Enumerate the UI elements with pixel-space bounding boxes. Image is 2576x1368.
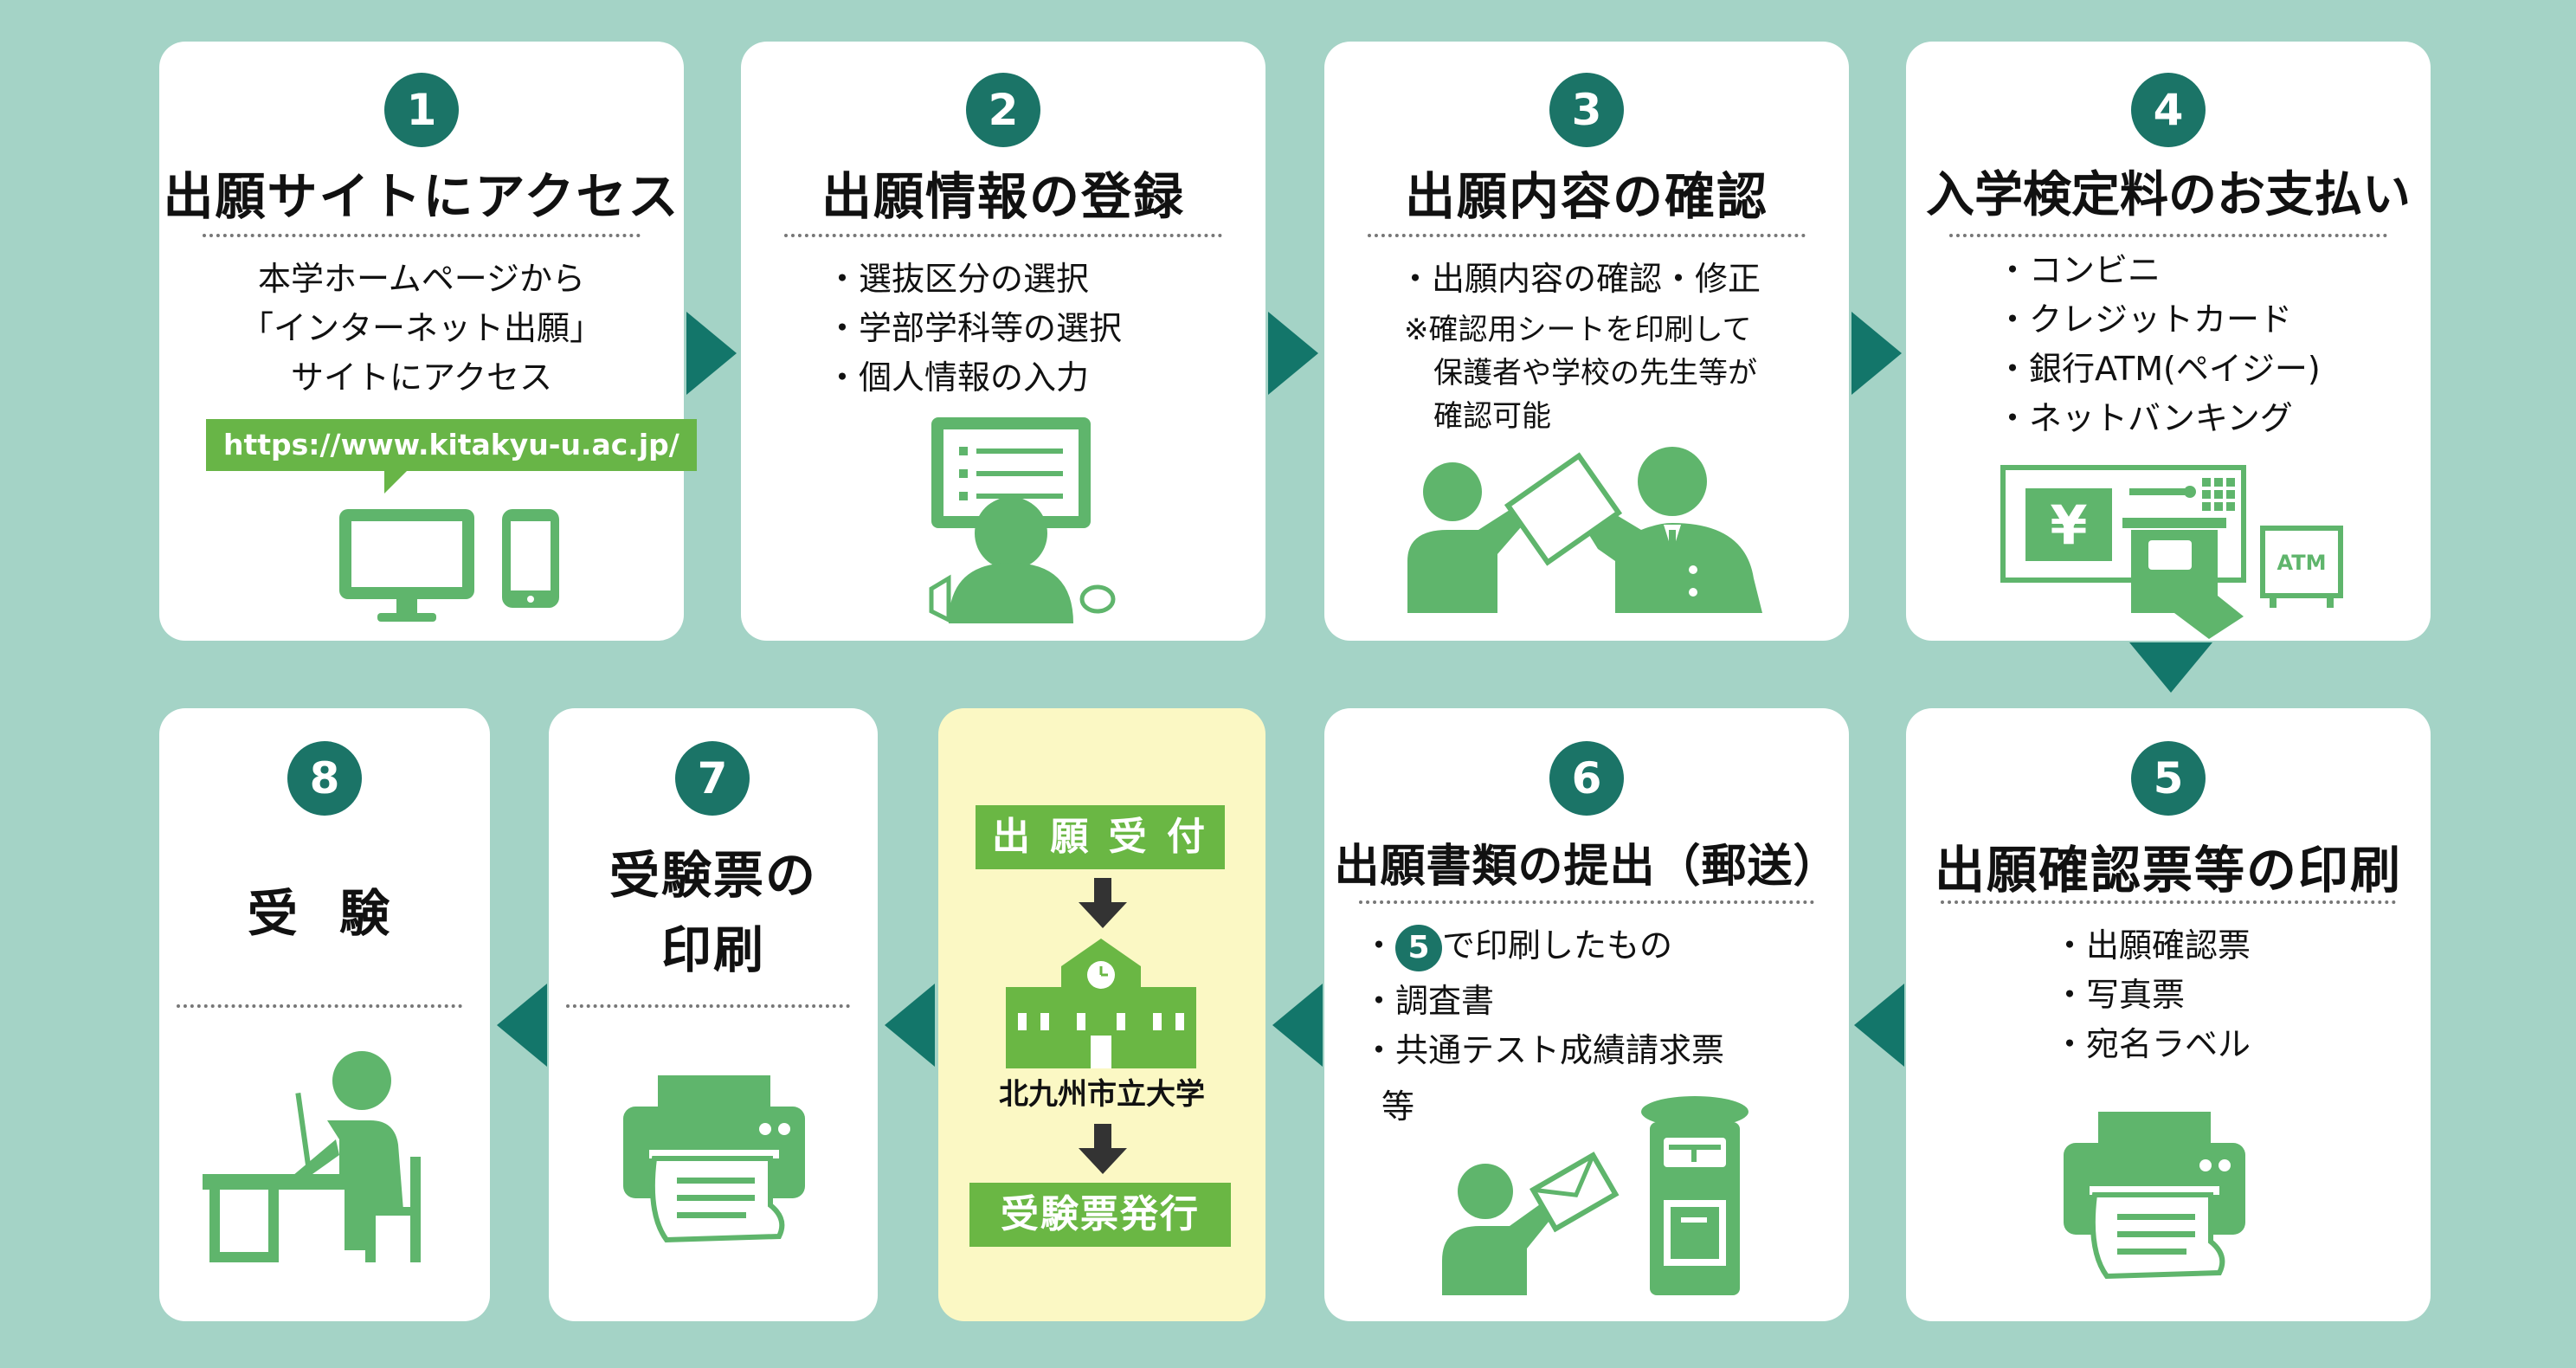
university-process-box: 出 願 受 付 北九州市立大学 受験票発行 [938,708,1265,1321]
step-description: ・出願確認票 ・写真票 ・宛名ラベル [2053,926,2251,1063]
arrow-right-icon [686,312,737,395]
arrow-left-icon [1272,984,1323,1067]
arrow-down-icon [1079,878,1127,928]
step-title: 受験票の 印刷 [609,846,817,979]
university-name: 北九州市立大学 [999,1077,1205,1112]
arrow-left-icon [885,984,935,1067]
step-title: 出願情報の登録 [821,167,1185,226]
step-number: 1 [384,73,459,147]
step-5-reference-badge: 5 [1395,924,1443,971]
arrow-right-icon [1268,312,1318,395]
step-number: 5 [2131,741,2206,816]
step-card-7: 7 受験票の 印刷 [549,708,878,1321]
step-title: 出願内容の確認 [1404,167,1768,226]
school-building-icon [1006,939,1196,1068]
printer-icon [623,1075,805,1243]
exam-ticket-issued-label: 受験票発行 [969,1183,1231,1247]
arrow-down-icon [1079,1124,1127,1174]
step-number: 3 [1549,73,1624,147]
step-description: ・選抜区分の選択 ・学部学科等の選択 ・個人情報の入力 [826,260,1123,397]
application-received-label: 出 願 受 付 [976,805,1225,869]
step-card-3: 3 出願内容の確認 ・出願内容の確認・修正 ※確認用シートを印刷して 保護者や学… [1324,42,1849,641]
step-title: 入学検定料のお支払い [1926,167,2411,223]
step-description: 本学ホームページから 「インターネット出願」 サイトにアクセス [240,260,602,397]
step-title: 出願サイトにアクセス [163,167,680,226]
step-card-5: 5 出願確認票等の印刷 ・出願確認票 ・写真票 ・宛名ラベル [1906,708,2431,1321]
step-card-2: 2 出願情報の登録 ・選抜区分の選択 ・学部学科等の選択 ・個人情報の入力 [741,42,1265,641]
dotted-divider [784,234,1222,237]
exam-desk-icon [203,1051,421,1262]
dotted-divider [1941,900,2396,904]
arrow-left-icon [497,984,547,1067]
dotted-divider [1359,900,1814,904]
step-card-1: 1 出願サイトにアクセス 本学ホームページから 「インターネット出願」 サイトに… [159,42,697,641]
step-description: ・コンビニ ・クレジットカード ・銀行ATM(ペイジー) ・ネットバンキング [1996,251,2321,437]
step-note: ※確認用シートを印刷して 保護者や学校の先生等が 確認可能 [1404,313,1757,434]
step-number: 6 [1549,741,1624,816]
arrow-down-icon [2129,642,2212,693]
step-card-4: 4 入学検定料のお支払い ・コンビニ ・クレジットカード ・銀行ATM(ペイジー… [1906,42,2431,641]
handing-document-icon [1407,447,1762,613]
step-number: 4 [2131,73,2206,147]
dotted-divider [566,1004,850,1008]
dotted-divider [203,234,641,237]
dotted-divider [177,1004,462,1008]
step-number: 2 [966,73,1040,147]
smartphone-icon [502,509,559,608]
person-at-computer-icon [929,417,1116,624]
printer-icon [2064,1112,2245,1280]
monitor-icon [339,471,474,622]
dotted-divider [1368,234,1806,237]
svg-text:ATM: ATM [2277,551,2327,575]
step-number: 7 [675,741,750,816]
step-title: 出願書類の提出（郵送） [1334,841,1839,893]
arrow-left-icon [1854,984,1904,1067]
arrow-right-icon [1852,312,1902,395]
dotted-divider [1949,234,2387,237]
step-description: ・出願内容の確認・修正 [1399,260,1761,298]
svg-text:¥: ¥ [2050,494,2087,557]
mailing-postbox-icon [1442,1096,1748,1295]
step-card-8: 8 受 験 [159,708,490,1321]
step-title: 出願確認票等の印刷 [1934,841,2402,900]
atm-icon: ¥ ATM [2000,465,2343,639]
url-callout: https://www.kitakyu-u.ac.jp/ [206,419,697,471]
step-title: 受 験 [247,884,402,943]
step-number: 8 [287,741,362,816]
